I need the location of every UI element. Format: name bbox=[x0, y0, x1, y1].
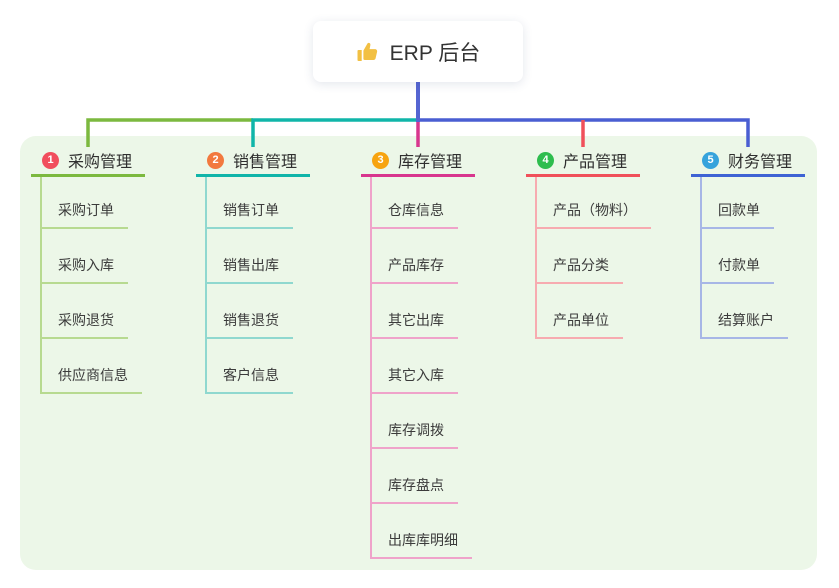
child-label: 采购退货 bbox=[58, 312, 114, 328]
root-label: ERP 后台 bbox=[389, 41, 481, 65]
branch-children-2: 销售订单销售出库销售退货客户信息 bbox=[205, 177, 356, 394]
branches-panel bbox=[20, 136, 817, 570]
branch-children-4: 产品（物料） 产品分类产品单位 bbox=[535, 177, 686, 339]
child-node[interactable]: 产品（物料） bbox=[537, 177, 651, 229]
branch-node-1[interactable]: 1 采购管理 bbox=[31, 146, 145, 177]
child-label: 库存调拨 bbox=[388, 422, 444, 438]
child-label: 回款单 bbox=[718, 202, 760, 218]
child-label: 采购订单 bbox=[58, 202, 114, 218]
branch-column-2: 2 销售管理销售订单销售出库销售退货客户信息 bbox=[196, 146, 356, 394]
branch-column-4: 4 产品管理产品（物料） 产品分类产品单位 bbox=[526, 146, 686, 339]
child-node[interactable]: 产品单位 bbox=[537, 284, 623, 339]
branch-number-badge-5: 5 bbox=[702, 151, 719, 169]
child-node[interactable]: 销售退货 bbox=[207, 284, 293, 339]
child-label: 销售出库 bbox=[223, 257, 279, 273]
child-node[interactable]: 客户信息 bbox=[207, 339, 293, 394]
child-node[interactable]: 仓库信息 bbox=[372, 177, 458, 229]
child-node[interactable]: 采购订单 bbox=[42, 177, 128, 229]
branch-node-4[interactable]: 4 产品管理 bbox=[526, 146, 640, 177]
child-label: 其它入库 bbox=[388, 367, 444, 383]
child-label: 供应商信息 bbox=[58, 367, 128, 383]
child-label: 出库库明细 bbox=[388, 532, 458, 548]
child-label: 产品分类 bbox=[553, 257, 609, 273]
child-node[interactable]: 出库库明细 bbox=[372, 504, 472, 559]
branch-number-badge-4: 4 bbox=[537, 151, 554, 169]
child-label: 库存盘点 bbox=[388, 477, 444, 493]
branch-label-3: 库存管理 bbox=[398, 154, 463, 171]
child-label: 客户信息 bbox=[223, 367, 279, 383]
child-label: 结算账户 bbox=[718, 312, 774, 328]
child-node[interactable]: 产品库存 bbox=[372, 229, 458, 284]
child-node[interactable]: 采购入库 bbox=[42, 229, 128, 284]
child-node[interactable]: 结算账户 bbox=[702, 284, 788, 339]
child-node[interactable]: 其它出库 bbox=[372, 284, 458, 339]
branch-node-3[interactable]: 3 库存管理 bbox=[361, 146, 475, 177]
child-label: 销售退货 bbox=[223, 312, 279, 328]
branch-node-2[interactable]: 2 销售管理 bbox=[196, 146, 310, 177]
child-node[interactable]: 付款单 bbox=[702, 229, 774, 284]
child-label: 产品单位 bbox=[553, 312, 609, 328]
branch-children-5: 回款单付款单结算账户 bbox=[700, 177, 839, 339]
child-label: 产品库存 bbox=[388, 257, 444, 273]
child-label: 产品（物料） bbox=[553, 202, 637, 218]
child-node[interactable]: 库存调拨 bbox=[372, 394, 458, 449]
child-node[interactable]: 供应商信息 bbox=[42, 339, 142, 394]
child-label: 仓库信息 bbox=[388, 202, 444, 218]
branch-children-3: 仓库信息产品库存其它出库其它入库库存调拨库存盘点出库库明细 bbox=[370, 177, 521, 559]
child-label: 采购入库 bbox=[58, 257, 114, 273]
branch-label-4: 产品管理 bbox=[563, 154, 628, 171]
branch-children-1: 采购订单采购入库采购退货供应商信息 bbox=[40, 177, 191, 394]
child-node[interactable]: 回款单 bbox=[702, 177, 774, 229]
child-node[interactable]: 采购退货 bbox=[42, 284, 128, 339]
child-node[interactable]: 库存盘点 bbox=[372, 449, 458, 504]
branch-number-badge-2: 2 bbox=[207, 151, 224, 169]
root-node[interactable]: ERP 后台 bbox=[313, 21, 523, 82]
branch-label-2: 销售管理 bbox=[233, 154, 298, 171]
child-label: 付款单 bbox=[718, 257, 760, 273]
branch-label-5: 财务管理 bbox=[728, 154, 793, 171]
branch-number-badge-1: 1 bbox=[42, 151, 59, 169]
child-node[interactable]: 销售订单 bbox=[207, 177, 293, 229]
branch-column-3: 3 库存管理仓库信息产品库存其它出库其它入库库存调拨库存盘点出库库明细 bbox=[361, 146, 521, 559]
child-node[interactable]: 产品分类 bbox=[537, 229, 623, 284]
branch-label-1: 采购管理 bbox=[68, 154, 133, 171]
child-label: 其它出库 bbox=[388, 312, 444, 328]
child-node[interactable]: 销售出库 bbox=[207, 229, 293, 284]
branch-column-5: 5 财务管理回款单付款单结算账户 bbox=[691, 146, 839, 339]
child-node[interactable]: 其它入库 bbox=[372, 339, 458, 394]
branch-column-1: 1 采购管理采购订单采购入库采购退货供应商信息 bbox=[31, 146, 191, 394]
branch-number-badge-3: 3 bbox=[372, 151, 389, 169]
child-label: 销售订单 bbox=[223, 202, 279, 218]
branch-node-5[interactable]: 5 财务管理 bbox=[691, 146, 805, 177]
thumbs-up-icon bbox=[357, 42, 377, 61]
